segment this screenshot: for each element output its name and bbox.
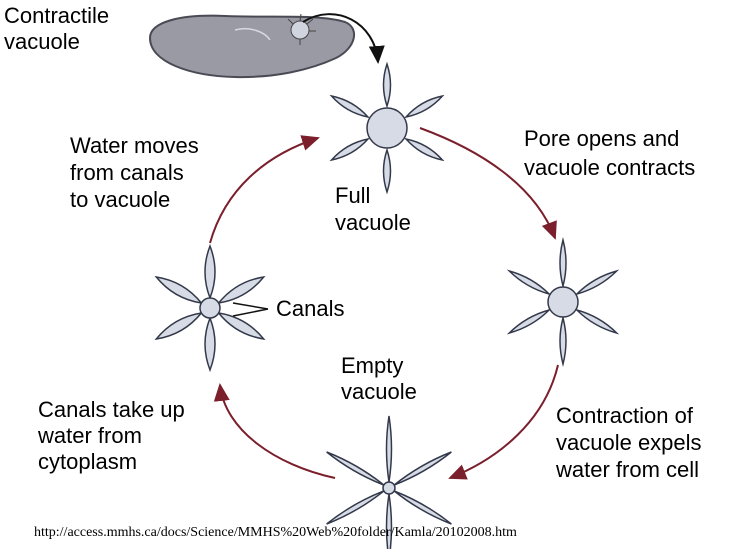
vacuole-body (547, 286, 579, 318)
empty-vacuole (326, 415, 452, 549)
vacuole-body (199, 297, 221, 319)
canals-take-up-label: Canals take up water from cytoplasm (38, 397, 185, 475)
cycle-arrow-canals-to-full (209, 135, 320, 244)
label-line: vacuole (341, 379, 417, 404)
canal-arm (154, 311, 204, 341)
canal-arm (393, 490, 452, 525)
canal-arm (329, 137, 371, 162)
canal-arm (393, 451, 452, 486)
pore-opens-label: Pore opens and vacuole contracts (524, 124, 695, 182)
contraction-label: Contraction of vacuole expels water from… (556, 402, 702, 483)
full-vacuole-label: Full vacuole (335, 182, 411, 236)
label-line: vacuole contracts (524, 155, 696, 180)
cycle-arrow-empty-to-canals (213, 383, 336, 479)
canal-arm (382, 147, 392, 195)
canal-arm (506, 269, 552, 296)
canal-arm (385, 493, 393, 549)
canal-arm (329, 94, 371, 119)
canal-arm (154, 275, 204, 305)
contracting-vacuole (506, 237, 620, 367)
full-vacuole (329, 61, 445, 195)
label-line: from canals (70, 160, 184, 185)
contractile-vacuole-label: Contractile vacuole (4, 3, 109, 55)
paramecium-cell (148, 13, 356, 79)
label-line: Full (335, 183, 371, 208)
canal-arm (385, 415, 393, 483)
label-line: vacuole (4, 29, 80, 54)
canals-vacuole (154, 243, 266, 373)
label-line: Canals take up (38, 397, 185, 422)
label-line: Water moves (70, 133, 199, 158)
canal-arm (382, 61, 392, 109)
canal-arm (574, 269, 620, 296)
label-line: Pore opens and (524, 126, 680, 151)
canal-arm (506, 308, 552, 335)
canal-arm (204, 315, 216, 373)
canal-arm (403, 137, 445, 162)
vacuole-stages (154, 61, 620, 549)
canal-arm (326, 490, 385, 525)
cycle-arrow-full-to-contracting (419, 127, 557, 240)
canal-arm (574, 308, 620, 335)
label-line: to vacuole (70, 187, 171, 212)
vacuole-body (366, 107, 408, 149)
label-line: cytoplasm (38, 449, 138, 474)
canal-arm (559, 315, 567, 367)
label-line: Empty (341, 353, 404, 378)
label-line: vacuole (335, 210, 411, 235)
water-moves-label: Water moves from canals to vacuole (70, 132, 199, 213)
label-line: vacuole expels (556, 430, 702, 455)
canal-arm (559, 237, 567, 289)
canals-label: Canals (276, 296, 345, 321)
pointer-arrow (302, 13, 385, 64)
label-line: Contractile (4, 3, 110, 28)
canal-arm (216, 311, 266, 341)
label-line: water from (38, 423, 142, 448)
label-line: Contraction of (556, 403, 693, 428)
canal-arm (326, 451, 385, 486)
canal-arm (403, 94, 445, 119)
canal-arm (204, 243, 216, 301)
canal-arm (216, 275, 266, 305)
canals-bracket (232, 302, 269, 317)
cycle-arrow-contracting-to-empty (448, 364, 559, 480)
label-line: water from cell (556, 457, 700, 482)
vacuole-body (382, 481, 396, 495)
source-url: http://access.mmhs.ca/docs/Science/MMHS%… (34, 525, 517, 540)
empty-vacuole-label: Empty vacuole (341, 353, 417, 405)
